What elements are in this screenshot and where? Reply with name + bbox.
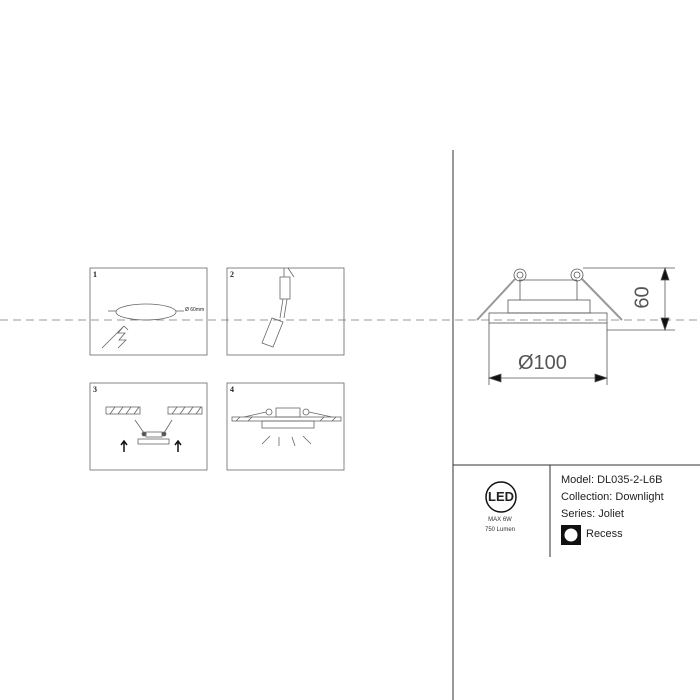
collection-label: Collection: Downlight [561, 491, 664, 503]
step-number-3: 3 [93, 385, 97, 394]
step-panel-4 [226, 382, 345, 471]
recessed-mount-icon-inner [564, 528, 578, 542]
series-label: Series: Joliet [561, 508, 624, 520]
led-badge-icon [485, 481, 517, 513]
step-number-1: 1 [93, 270, 97, 279]
led-logo: LED [488, 489, 514, 504]
step-panel-1 [89, 267, 208, 356]
cut-diameter-note: Ø 60mm [185, 307, 205, 313]
diameter-dimension: Ø100 [518, 352, 567, 374]
model-label: Model: DL035-2-L6B [561, 474, 663, 486]
product-dimension-drawing [476, 266, 675, 385]
max-power: MAX 6W [488, 517, 512, 523]
step-number-4: 4 [230, 385, 234, 394]
step-panel-2 [226, 267, 345, 356]
height-dimension: 60 [631, 286, 654, 309]
lumen-output: 750 Lumen [484, 527, 516, 533]
step-number-2: 2 [230, 270, 234, 279]
step-panel-3 [89, 382, 208, 471]
mount-type-label: Recess [586, 528, 623, 540]
